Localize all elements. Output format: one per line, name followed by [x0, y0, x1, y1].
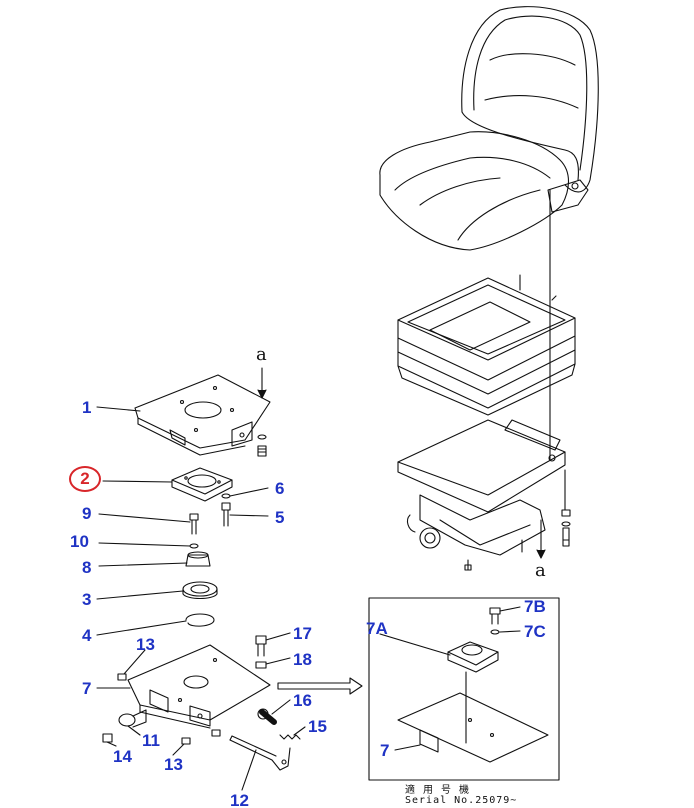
callout-9[interactable]: 9 [82, 504, 92, 523]
suspension-mechanism [397, 419, 566, 571]
callout-7[interactable]: 7 [82, 679, 92, 698]
inset-serial-label: Serial No.25079~ [405, 795, 518, 806]
callout-11[interactable]: 11 [142, 731, 160, 750]
callout-7b[interactable]: 7B [524, 597, 546, 616]
callout-12[interactable]: 12 [230, 791, 249, 808]
callout-7a[interactable]: 7A [366, 619, 388, 638]
suspension-bellows [397, 274, 576, 416]
callout-7-inset[interactable]: 7 [380, 741, 390, 760]
callout-7c[interactable]: 7C [524, 622, 546, 641]
callout-10[interactable]: 10 [70, 532, 89, 551]
callout-6[interactable]: 6 [275, 479, 285, 498]
part-1-plate [134, 374, 271, 456]
callout-5[interactable]: 5 [275, 508, 285, 527]
callout-4[interactable]: 4 [82, 626, 92, 645]
callout-3[interactable]: 3 [82, 590, 92, 609]
reference-mark-a-top: a [256, 344, 267, 365]
callout-2-highlighted[interactable]: 2 [69, 466, 101, 492]
callout-17[interactable]: 17 [293, 624, 312, 643]
callout-8[interactable]: 8 [82, 558, 92, 577]
callout-1[interactable]: 1 [82, 398, 92, 417]
callout-13-upper[interactable]: 13 [136, 635, 155, 654]
callout-16[interactable]: 16 [293, 691, 312, 710]
callout-14[interactable]: 14 [113, 747, 132, 766]
callout-15[interactable]: 15 [308, 717, 327, 736]
part-7-base [127, 644, 271, 729]
part-2-flange [171, 467, 233, 502]
callout-13-lower[interactable]: 13 [164, 755, 183, 774]
seat-cushion [379, 6, 599, 461]
callout-18[interactable]: 18 [293, 650, 312, 669]
reference-mark-a-bottom: a [535, 560, 546, 581]
inset-applicable-label: 適 用 号 機 [405, 785, 471, 796]
